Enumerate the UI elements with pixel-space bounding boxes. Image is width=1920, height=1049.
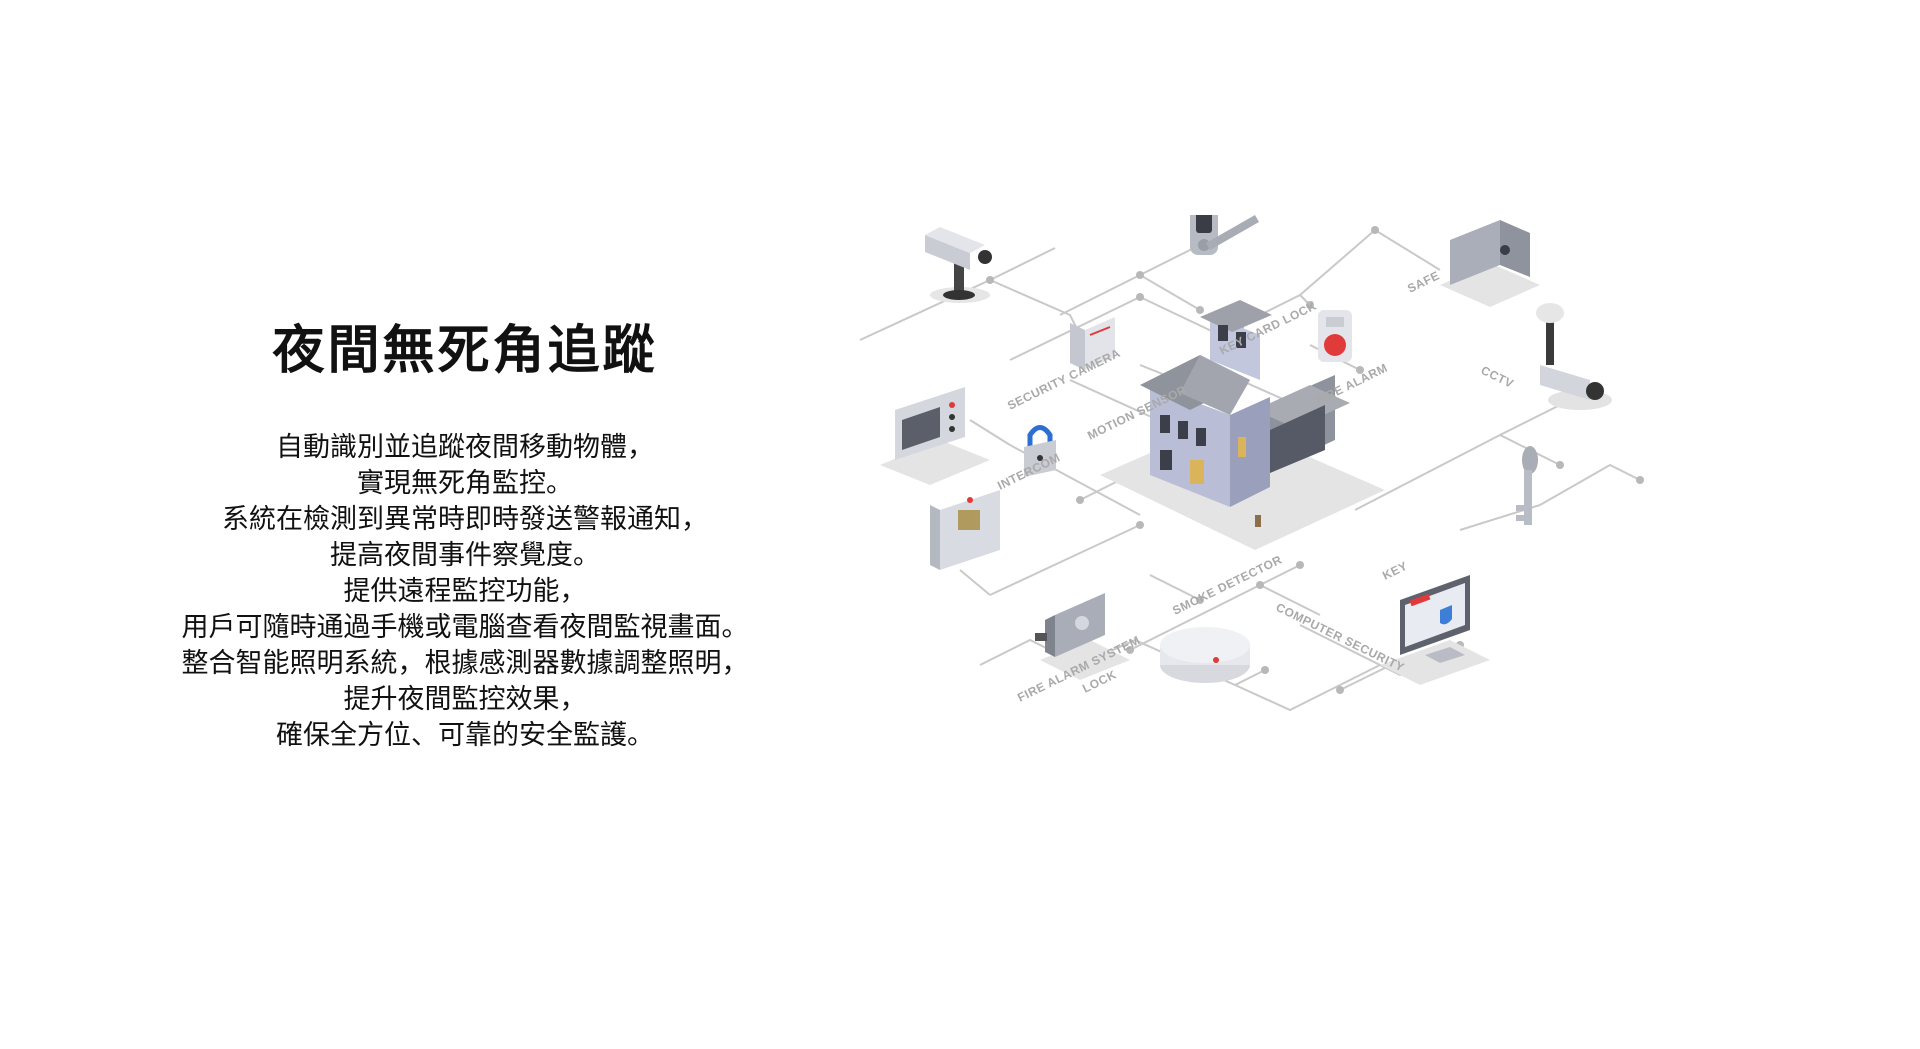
intercom-icon bbox=[880, 387, 990, 485]
text-panel: 夜間無死角追蹤 自動識別並追蹤夜間移動物體， 實現無死角監控。 系統在檢測到異常… bbox=[150, 320, 780, 754]
description: 自動識別並追蹤夜間移動物體， 實現無死角監控。 系統在檢測到異常時即時發送警報通… bbox=[150, 430, 780, 754]
fire-alarm-system-icon bbox=[930, 490, 1000, 570]
computer-security-icon bbox=[1380, 575, 1490, 685]
padlock-icon bbox=[1024, 425, 1056, 477]
label-key: KEY bbox=[1380, 559, 1410, 583]
cctv-icon bbox=[1536, 303, 1612, 410]
label-computer-security: COMPUTER SECURITY bbox=[1274, 600, 1407, 674]
description-line: 確保全方位、可靠的安全監護。 bbox=[276, 720, 654, 752]
fire-alarm-icon bbox=[1318, 310, 1352, 362]
smoke-detector-icon bbox=[1160, 627, 1250, 683]
key-icon bbox=[1516, 446, 1538, 525]
label-cctv: CCTV bbox=[1479, 363, 1516, 391]
label-security-camera: SECURITY CAMERA bbox=[1005, 346, 1123, 413]
house-illustration bbox=[1100, 300, 1385, 550]
security-network-diagram: SECURITY CAMERA KEY CARD LOCK SAFE MOTIO… bbox=[840, 215, 1800, 855]
diagram-canvas: SECURITY CAMERA KEY CARD LOCK SAFE MOTIO… bbox=[859, 215, 1644, 712]
description-line: 提供遠程監控功能， bbox=[343, 576, 587, 608]
description-line: 提高夜間事件察覺度。 bbox=[330, 540, 600, 572]
lock-icon bbox=[1035, 593, 1130, 680]
motion-sensor-icon bbox=[1070, 317, 1115, 370]
label-smoke-detector: SMOKE DETECTOR bbox=[1170, 552, 1284, 617]
description-line: 提升夜間監控效果， bbox=[343, 684, 587, 716]
key-card-lock-icon bbox=[1190, 215, 1259, 255]
label-safe: SAFE bbox=[1405, 268, 1442, 295]
description-line: 自動識別並追蹤夜間移動物體， bbox=[276, 432, 654, 464]
description-line: 用戶可隨時通過手機或電腦查看夜間監視畫面。 bbox=[181, 612, 749, 644]
page-title: 夜間無死角追蹤 bbox=[272, 320, 658, 381]
description-line: 系統在檢測到異常時即時發送警報通知， bbox=[222, 504, 708, 536]
safe-icon bbox=[1440, 220, 1540, 307]
security-camera-icon bbox=[925, 227, 992, 303]
description-line: 整合智能照明系統，根據感測器數據調整照明， bbox=[181, 648, 749, 680]
description-line: 實現無死角監控。 bbox=[357, 468, 573, 500]
